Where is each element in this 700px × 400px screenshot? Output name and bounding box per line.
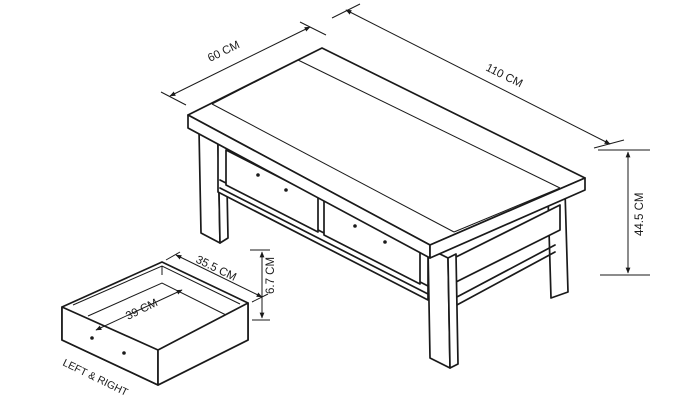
dimension-drawer-height: 6.7 CM bbox=[250, 249, 277, 321]
drawer-knob-icon bbox=[353, 224, 357, 228]
drawer-detail bbox=[61, 261, 249, 386]
drawer-knob-icon bbox=[284, 188, 288, 192]
table-leg-front-left bbox=[198, 129, 221, 244]
table-leg-front-right bbox=[427, 247, 451, 369]
dimension-label-drawer-width: 35.5 CM bbox=[194, 254, 238, 284]
coffee-table bbox=[187, 47, 586, 369]
drawer-knob-icon bbox=[122, 351, 126, 355]
dimension-label-drawer-height: 6.7 CM bbox=[265, 257, 277, 294]
drawer-knob-icon bbox=[256, 173, 260, 177]
dimension-label-width: 110 CM bbox=[484, 62, 525, 90]
dimension-height: 44.5 CM bbox=[598, 149, 650, 276]
drawer-knob-icon bbox=[383, 240, 387, 244]
dimension-label-height: 44.5 CM bbox=[634, 193, 646, 236]
dimension-label-depth: 60 CM bbox=[206, 39, 242, 65]
drawer-knob-icon bbox=[90, 336, 94, 340]
